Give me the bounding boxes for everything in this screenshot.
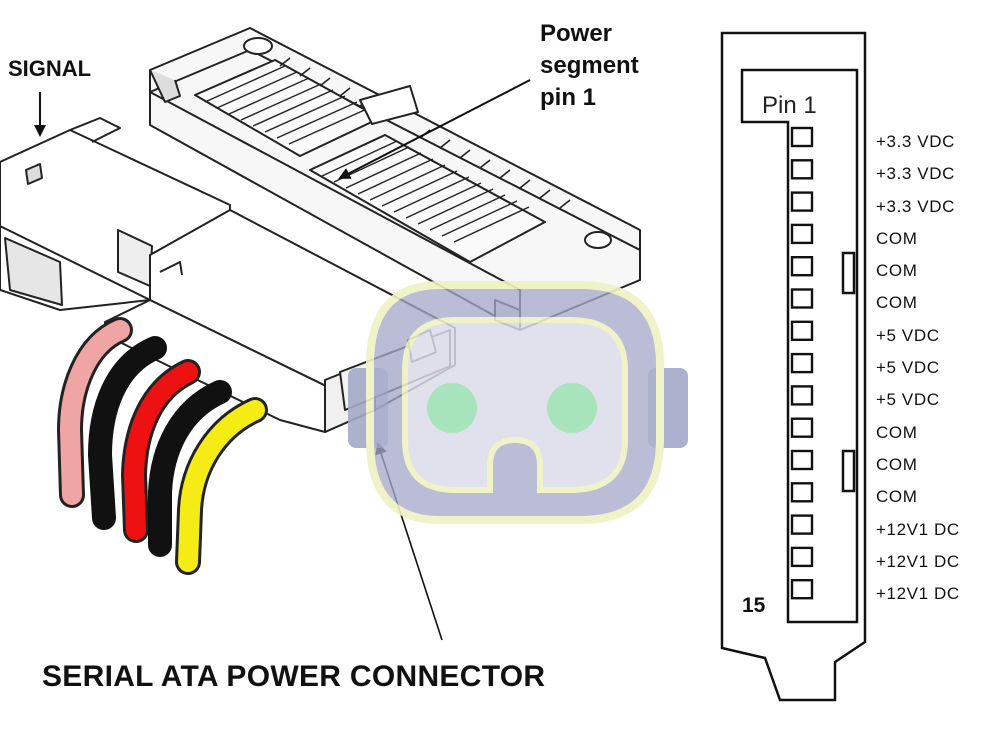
- pin-contact-11: [790, 449, 814, 471]
- diagram-caption: SERIAL ATA POWER CONNECTOR: [42, 660, 546, 693]
- pin-assignment: COM: [876, 228, 918, 248]
- power-segment-arrow: [338, 79, 531, 179]
- pin-contact-8: [790, 352, 814, 374]
- pin-assignment: +3.3 VDC: [876, 164, 955, 184]
- pin-contact-5: [790, 256, 814, 277]
- pin-contact-6: [790, 288, 814, 309]
- pinout-outline: [720, 31, 867, 702]
- pin-boxes: [790, 126, 814, 600]
- power-segment-line-3: pin 1: [540, 84, 597, 111]
- pinout-diagram: [720, 31, 867, 702]
- pin-contact-2: [790, 159, 814, 180]
- pin-assignment: +5 VDC: [876, 325, 940, 345]
- power-segment-line-2: segment: [540, 52, 639, 79]
- signal-label: SIGNAL: [8, 56, 92, 81]
- pin-contact-9: [790, 385, 814, 406]
- pin-contact-15: [790, 579, 814, 600]
- pin-contact-3: [790, 191, 814, 212]
- pin-contact-14: [790, 546, 814, 568]
- pin-contact-1: [790, 126, 814, 148]
- pin-contact-12: [790, 482, 814, 503]
- pin-assignment: COM: [876, 293, 918, 313]
- pin-assignment: +12V1 DC: [876, 551, 960, 571]
- pin-assignment: +5 VDC: [876, 358, 940, 378]
- pin-contact-13: [790, 514, 814, 535]
- pin-assignment: COM: [876, 454, 918, 474]
- pin-contact-10: [790, 417, 814, 438]
- pin-assignment: +12V1 DC: [876, 519, 960, 539]
- power-segment-line-1: Power: [540, 20, 613, 47]
- pin-assignment: +12V1 DC: [876, 584, 960, 604]
- wire-black-2: [148, 380, 232, 557]
- power-segment-label: Power segment pin 1: [540, 18, 639, 114]
- key-notch-lower: [841, 449, 856, 493]
- pin-15-label: 15: [742, 594, 766, 617]
- pin-strip: [740, 68, 859, 624]
- pin-assignment: COM: [876, 261, 918, 281]
- pin-1-label: Pin 1: [762, 92, 817, 119]
- key-notch-upper: [841, 251, 856, 295]
- pin-contact-4: [790, 223, 814, 245]
- pin-assignment: +5 VDC: [876, 390, 940, 410]
- wires: [56, 317, 268, 575]
- pin-assignment: COM: [876, 487, 918, 507]
- robot-face-icon: [348, 281, 688, 524]
- pin-assignment-list: +3.3 VDC +3.3 VDC +3.3 VDC COM COM COM +…: [876, 130, 960, 614]
- pin-contact-7: [790, 320, 814, 341]
- pin-assignment: +3.3 VDC: [876, 196, 955, 216]
- pin-assignment: +3.3 VDC: [876, 132, 955, 151]
- pin-assignment: COM: [876, 422, 918, 442]
- wire-black-1: [87, 336, 167, 530]
